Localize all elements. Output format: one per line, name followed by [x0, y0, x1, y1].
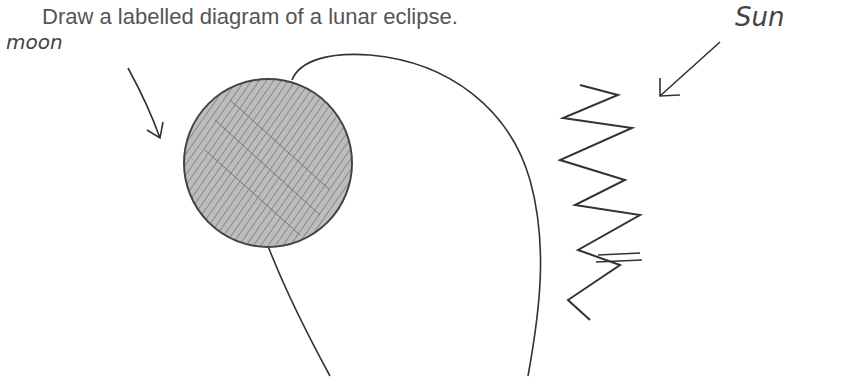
moon-label: moon — [6, 30, 63, 54]
moon-disc — [184, 79, 352, 247]
scribble-mark — [596, 253, 642, 262]
sun-arrow — [660, 42, 720, 96]
prompt-title: Draw a labelled diagram of a lunar eclip… — [42, 4, 458, 30]
moon-arrow — [128, 68, 163, 138]
sun-label: Sun — [735, 2, 784, 32]
moon-scribble — [205, 100, 330, 235]
sun-rays — [560, 85, 640, 320]
shadow-line — [268, 246, 330, 376]
